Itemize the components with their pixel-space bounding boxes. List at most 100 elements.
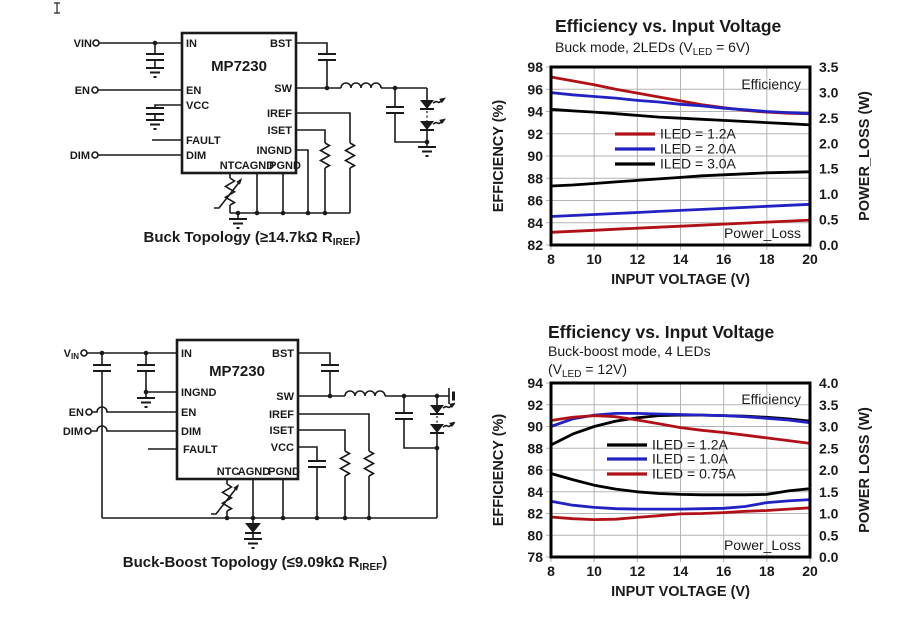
terminal-label-en: EN (75, 85, 90, 97)
ground-icon (137, 397, 155, 408)
terminal-label-vin: VIN (74, 38, 92, 50)
inductor-icon (340, 82, 382, 89)
svg-text:3.0: 3.0 (819, 84, 839, 100)
led-light-arrows (442, 402, 455, 428)
series-line (550, 498, 811, 511)
power-loss-label: Power_Loss (724, 225, 801, 241)
led-icon (430, 405, 444, 415)
pin-label-iset: ISET (270, 425, 295, 437)
pin-label-iset: ISET (268, 125, 293, 137)
pin-label-ingnd: INGND (181, 387, 217, 399)
junction-dots (152, 40, 430, 216)
ntc-thermistor-icon (211, 483, 239, 515)
wires (87, 350, 455, 549)
pin-label-fault: FAULT (186, 135, 221, 147)
pin-label-bst: BST (272, 348, 294, 360)
y-axis-left-title: EFFICIENCY (%) (491, 414, 507, 527)
chart-series (550, 412, 811, 522)
pin-label-ntc: NTC (217, 466, 240, 478)
terminal-label-en: EN (69, 407, 84, 419)
svg-text:86: 86 (527, 193, 543, 209)
chart-title: Efficiency vs. Input Voltage (555, 16, 782, 36)
efficiency-label: Efficiency (741, 391, 801, 407)
svg-text:88: 88 (527, 170, 543, 186)
series-line (550, 91, 811, 116)
svg-text:3.5: 3.5 (819, 59, 839, 75)
svg-text:96: 96 (527, 81, 543, 97)
diode-icon (244, 518, 262, 549)
chart-subtitle: (VLED = 12V) (548, 361, 627, 380)
svg-text:2.5: 2.5 (819, 440, 839, 456)
terminal-node (91, 151, 99, 159)
buck-topology-schematic: MP7230 IN EN VCC FAULT DIM BST SW IREF I… (70, 31, 446, 248)
ground-icon (244, 538, 262, 549)
svg-text:98: 98 (527, 59, 543, 75)
inductor-icon (344, 390, 386, 397)
buck-boost-topology-schematic: MP7230 IN INGND EN DIM FAULT BST SW IREF… (63, 338, 455, 573)
pin-label-en: EN (186, 85, 201, 97)
ic-body (180, 31, 298, 175)
svg-text:94: 94 (527, 375, 543, 391)
svg-text:84: 84 (527, 484, 543, 500)
svg-text:80: 80 (527, 527, 543, 543)
pin-label-sw: SW (276, 391, 294, 403)
series-line (550, 472, 811, 497)
pin-label-pgnd: PGND (269, 160, 301, 172)
schematic-caption: Buck Topology (≥14.7kΩ RIREF) (144, 229, 361, 248)
pin-label-ingnd: INGND (257, 145, 293, 157)
svg-text:78: 78 (527, 549, 543, 565)
terminal-label-dim: DIM (70, 150, 90, 162)
terminal-node (92, 39, 100, 47)
led-icon (430, 424, 444, 434)
legend-label: ILED = 3.0A (660, 156, 737, 172)
svg-text:20: 20 (802, 563, 818, 579)
ntc-thermistor-icon (214, 177, 242, 209)
stray-mark (54, 2, 60, 14)
svg-text:18: 18 (759, 251, 775, 267)
ground-icon (418, 146, 436, 157)
ic-name: MP7230 (211, 58, 267, 75)
svg-text:90: 90 (527, 419, 543, 435)
pin-label-bst: BST (270, 38, 292, 50)
chart-title: Efficiency vs. Input Voltage (548, 322, 775, 342)
svg-text:82: 82 (527, 237, 543, 253)
svg-text:14: 14 (673, 563, 689, 579)
series-line (550, 170, 811, 188)
svg-text:1.5: 1.5 (819, 161, 839, 177)
pin-label-iref: IREF (269, 409, 294, 421)
led-icon (420, 121, 434, 131)
legend-label: ILED = 1.0A (652, 451, 729, 467)
pin-label-dim: DIM (181, 426, 201, 438)
plot-border (549, 381, 812, 559)
terminal-node (84, 427, 92, 435)
plot-border (549, 65, 812, 247)
svg-text:1.5: 1.5 (819, 484, 839, 500)
y-axis-right-title: POWER LOSS (W) (857, 407, 873, 533)
chart-subtitle: Buck mode, 2LEDs (VLED = 6V) (555, 39, 750, 58)
resistor-icon (338, 450, 352, 477)
svg-text:88: 88 (527, 440, 543, 456)
series-line (550, 506, 811, 522)
terminal-node (80, 349, 88, 357)
y-axis-right-title: POWER_LOSS (W) (857, 91, 873, 221)
svg-text:92: 92 (527, 397, 543, 413)
svg-text:86: 86 (527, 462, 543, 478)
pin-label-ntc: NTC (220, 160, 243, 172)
svg-text:92: 92 (527, 126, 543, 142)
svg-text:82: 82 (527, 506, 543, 522)
ic-body (175, 338, 300, 481)
pin-label-en: EN (181, 407, 196, 419)
series-line (550, 218, 811, 234)
legend-label: ILED = 1.2A (660, 126, 737, 142)
x-axis-title: INPUT VOLTAGE (V) (611, 584, 750, 600)
svg-text:1.0: 1.0 (819, 186, 839, 202)
svg-text:1.0: 1.0 (819, 506, 839, 522)
svg-text:18: 18 (759, 563, 775, 579)
terminal-label-dim: DIM (63, 426, 83, 438)
schematic-caption: Buck-Boost Topology (≤9.09kΩ RIREF) (123, 554, 387, 573)
terminal-node (91, 86, 99, 94)
svg-text:4.0: 4.0 (819, 375, 839, 391)
